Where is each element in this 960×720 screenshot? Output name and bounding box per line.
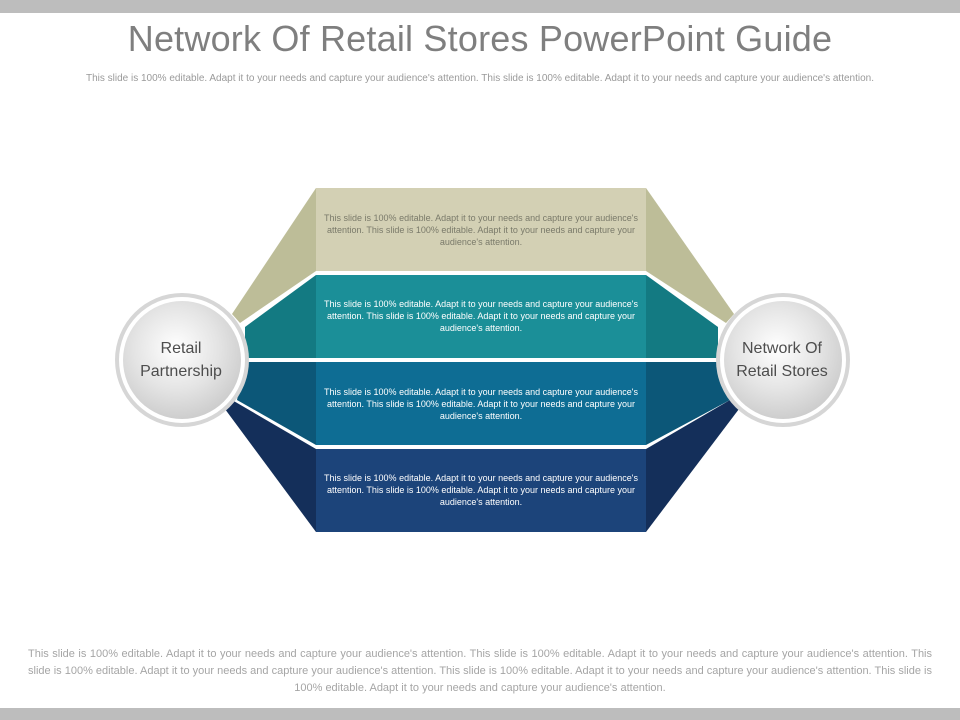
slide-title: Network Of Retail Stores PowerPoint Guid… [127, 18, 833, 59]
band-1-right-wing [646, 188, 734, 323]
right-circle-text: Network Of Retail Stores [736, 340, 828, 380]
retail-partnership-label: Retail Partnership [120, 298, 242, 422]
left-circle-text: Retail Partnership [140, 340, 222, 380]
band-4-left-wing [222, 400, 316, 532]
band-2-right-wing [646, 275, 718, 358]
slide-subtitle: This slide is 100% editable. Adapt it to… [85, 73, 875, 84]
band-3-text: This slide is 100% editable. Adapt it to… [324, 387, 638, 421]
band-4 [316, 449, 646, 532]
band-2-left-wing [245, 275, 316, 358]
bottom-bar [0, 708, 960, 720]
band-2-text: This slide is 100% editable. Adapt it to… [324, 299, 638, 333]
band-1 [316, 188, 646, 271]
band-3 [316, 362, 646, 445]
network-of-retail-stores-label: Network Of Retail Stores [720, 298, 844, 422]
slide-footer: This slide is 100% editable. Adapt it to… [28, 648, 932, 694]
top-bar [0, 0, 960, 13]
band-3-left-wing [237, 362, 316, 445]
band-3-right-wing [646, 362, 730, 445]
band-4-right-wing [646, 400, 742, 532]
left-circle [115, 293, 249, 427]
band-2 [316, 275, 646, 358]
band-1-left-wing [232, 188, 316, 323]
right-circle [716, 293, 850, 427]
band-4-text: This slide is 100% editable. Adapt it to… [324, 473, 638, 507]
band-1-text: This slide is 100% editable. Adapt it to… [324, 213, 638, 247]
